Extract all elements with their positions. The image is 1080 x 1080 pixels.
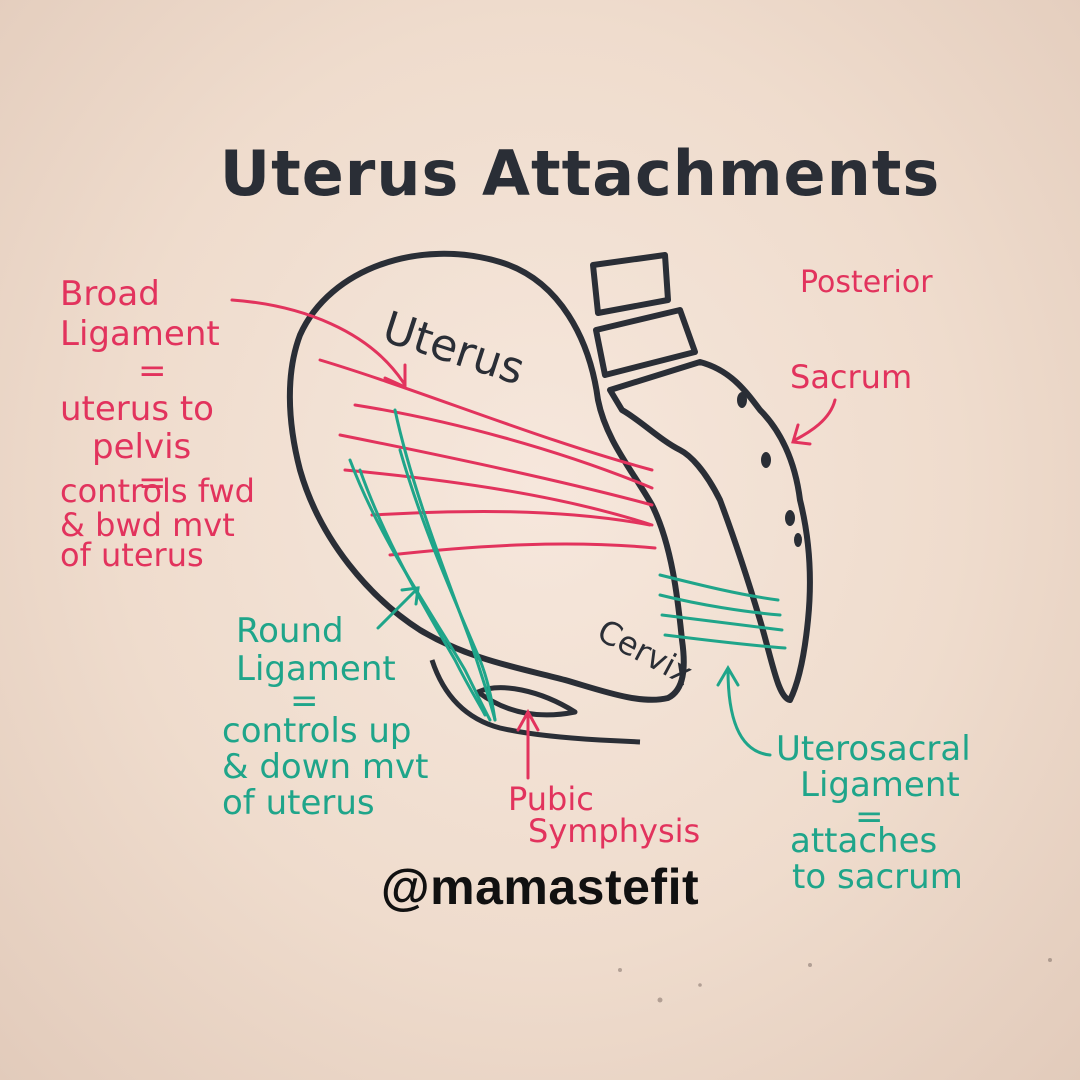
broad-line: = — [138, 351, 167, 391]
round-line: Ligament — [236, 649, 396, 689]
pubic-symphysis-arrow — [516, 708, 540, 780]
broad-ligament-arrow — [230, 298, 407, 390]
uterosacral-ligament-arrow — [716, 665, 772, 757]
diagram-title: Uterus Attachments — [220, 137, 941, 210]
uterosacral-line: Ligament — [800, 765, 960, 805]
round-line: controls up — [222, 711, 412, 751]
pubic-symphysis-text: Pubic Symphysis — [508, 780, 700, 850]
pubic-symphysis-shape — [429, 659, 641, 745]
round-line: of uterus — [222, 783, 375, 823]
broad-line: of uterus — [60, 536, 204, 574]
round-line: & down mvt — [222, 747, 428, 787]
uterosacral-line: Uterosacral — [776, 729, 971, 769]
uterus-outline — [286, 250, 687, 703]
uterus-label: Uterus — [377, 302, 531, 395]
broad-line: pelvis — [92, 427, 191, 467]
pubic-line: Symphysis — [528, 812, 700, 850]
broad-line: Broad — [60, 274, 160, 314]
broad-line: uterus to — [60, 389, 214, 429]
sacral-foramina — [737, 392, 802, 547]
broad-line: Ligament — [60, 314, 220, 354]
round-line: = — [290, 681, 319, 721]
round-ligament-arrow — [376, 586, 420, 630]
sacrum-bone — [590, 252, 813, 703]
uterosacral-line: to sacrum — [792, 857, 963, 897]
round-line: Round — [236, 611, 344, 651]
board-smudges — [618, 958, 1052, 1003]
round-ligament-lines — [348, 408, 497, 722]
instagram-handle: @mamastefit — [380, 859, 700, 915]
uterosacral-line: attaches — [790, 821, 937, 861]
broad-ligament-text: Broad Ligament = uterus to pelvis = cont… — [60, 274, 255, 574]
broad-line: & bwd mvt — [60, 506, 235, 544]
uterosacral-ligament-lines — [658, 573, 787, 650]
broad-ligament-lines — [318, 358, 657, 557]
uterosacral-ligament-text: Uterosacral Ligament = attaches to sacru… — [776, 729, 971, 897]
round-ligament-text: Round Ligament = controls up & down mvt … — [222, 611, 428, 823]
broad-line: = — [138, 463, 167, 503]
broad-line: controls fwd — [60, 472, 255, 510]
sacrum-label: Sacrum — [790, 358, 912, 396]
posterior-label: Posterior — [800, 265, 933, 300]
uterosacral-line: = — [855, 797, 884, 837]
sacrum-arrow — [791, 398, 837, 446]
pubic-line: Pubic — [508, 780, 594, 818]
